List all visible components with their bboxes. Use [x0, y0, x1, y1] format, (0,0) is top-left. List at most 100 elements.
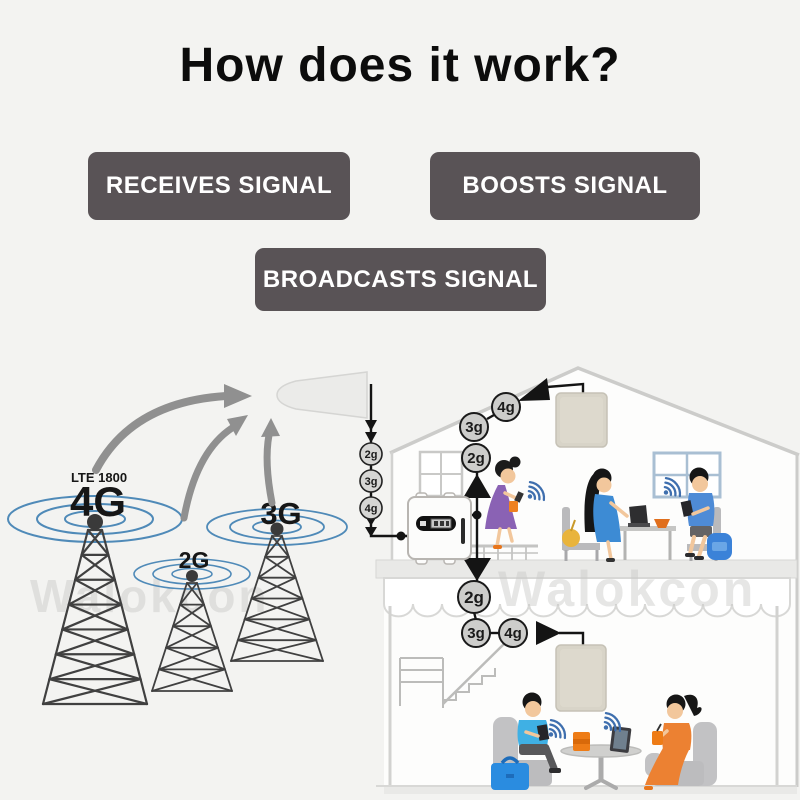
- arm: [691, 506, 710, 516]
- attic-chain: 2g 3g 4g: [459, 378, 585, 582]
- shoe: [493, 545, 502, 549]
- svg-text:3g: 3g: [465, 419, 483, 436]
- face: [500, 468, 516, 484]
- wifi-icons: [527, 476, 682, 740]
- badge-ground-3g: 3g: [461, 618, 491, 648]
- shoe: [549, 768, 561, 773]
- round-table: [560, 726, 642, 790]
- tower-strut: [80, 528, 104, 556]
- cable-connector: [472, 510, 482, 520]
- cell-tower-4g: [41, 528, 149, 706]
- orange-dress: [662, 723, 692, 750]
- step-receives-label: RECEIVES SIGNAL: [105, 172, 333, 199]
- drink-cup: [652, 731, 663, 745]
- window-upper-left: [418, 450, 464, 498]
- tower-strut: [264, 555, 297, 579]
- down-chevron: [365, 432, 377, 443]
- tower-strut: [179, 582, 198, 606]
- orange-skirt: [645, 748, 690, 785]
- tower-strut: [61, 628, 136, 656]
- leg: [542, 744, 558, 772]
- chair-seat: [687, 544, 721, 551]
- laptop: [629, 505, 648, 526]
- label-4g-tower: 4G: [70, 478, 126, 525]
- chair-seat: [562, 543, 600, 550]
- badge-outdoor-3g: 3g: [359, 469, 383, 493]
- face: [596, 477, 612, 493]
- tower-strut: [151, 582, 188, 692]
- leg: [606, 540, 613, 561]
- straw: [656, 723, 662, 732]
- hair-bun: [509, 456, 521, 468]
- arrow-from-2g-head: [227, 415, 248, 436]
- badge-outdoor-2g: 2g: [359, 442, 383, 466]
- pants: [519, 744, 549, 755]
- ponytail: [684, 694, 702, 716]
- tower-strut: [41, 678, 142, 706]
- badge-attic-3g: 3g: [459, 412, 489, 442]
- wifi-icon: [527, 480, 546, 502]
- woman-purple: [485, 456, 524, 549]
- tower-strut: [264, 535, 283, 558]
- step-boosts-signal: BOOSTS SIGNAL: [430, 152, 700, 220]
- cell-tower-3g: [230, 535, 324, 662]
- tower-strut: [74, 553, 110, 581]
- tower-4g-top: [87, 514, 103, 530]
- tower-strut: [54, 653, 142, 681]
- badge-ground-4g: 4g: [498, 618, 528, 648]
- tower-strut: [186, 582, 205, 606]
- leg: [688, 535, 696, 556]
- woman-blue-at-desk: [562, 468, 629, 562]
- indoor-antenna-lower: [555, 644, 607, 712]
- wifi-icon: [548, 718, 567, 740]
- tower-strut: [54, 628, 129, 656]
- tower-strut: [74, 578, 123, 606]
- face: [667, 703, 683, 719]
- signal-booster: [407, 492, 472, 565]
- tower-strut: [172, 603, 205, 628]
- badge-outdoor-4g: 4g: [359, 496, 383, 520]
- tower-3g-top: [270, 522, 284, 536]
- stair-steps: [442, 668, 496, 708]
- indoor-antenna-upper: [555, 392, 608, 448]
- arm: [524, 730, 540, 738]
- step-boosts-label: BOOSTS SIGNAL: [462, 172, 668, 199]
- arm: [609, 501, 629, 518]
- man-cyan-armchair: [491, 692, 561, 790]
- watermark-right: Walokcon: [498, 561, 756, 617]
- bowl: [654, 519, 670, 528]
- arrow-from-3g: [263, 431, 276, 507]
- shoe: [685, 553, 695, 557]
- tower-strut: [179, 603, 212, 628]
- purple-dress: [485, 485, 517, 529]
- arrow-from-2g: [180, 424, 236, 522]
- badge-attic-4g: 4g: [491, 392, 521, 422]
- svg-text:4g: 4g: [497, 399, 515, 416]
- tower-strut: [48, 678, 149, 706]
- tower-strut: [236, 639, 324, 662]
- badge-ground-2g: 2g: [457, 580, 491, 614]
- shoe: [644, 786, 653, 790]
- shoe: [606, 558, 615, 562]
- face: [525, 701, 541, 717]
- wifi-icon: [603, 711, 622, 733]
- signal-arrows: [92, 384, 280, 522]
- arrow-from-4g: [92, 392, 230, 474]
- badge-attic-2g: 2g: [461, 443, 491, 473]
- tower-strut: [243, 597, 304, 621]
- label-2g-tower: 2G: [179, 547, 210, 573]
- yellow-bag: [562, 529, 580, 547]
- shorts: [690, 526, 712, 537]
- tower-strut: [257, 576, 304, 600]
- tower-strut: [86, 528, 110, 556]
- arrow-to-antenna: [536, 621, 561, 645]
- roof: [389, 366, 800, 457]
- tower-strut: [271, 535, 290, 558]
- label-3g-tower: 3G: [260, 496, 301, 531]
- ground-chain: 2g 3g 4g: [457, 558, 585, 648]
- window-upper-right: [652, 451, 722, 499]
- leg: [697, 535, 707, 558]
- tower-strut: [151, 668, 226, 692]
- svg-text:3g: 3g: [467, 625, 485, 642]
